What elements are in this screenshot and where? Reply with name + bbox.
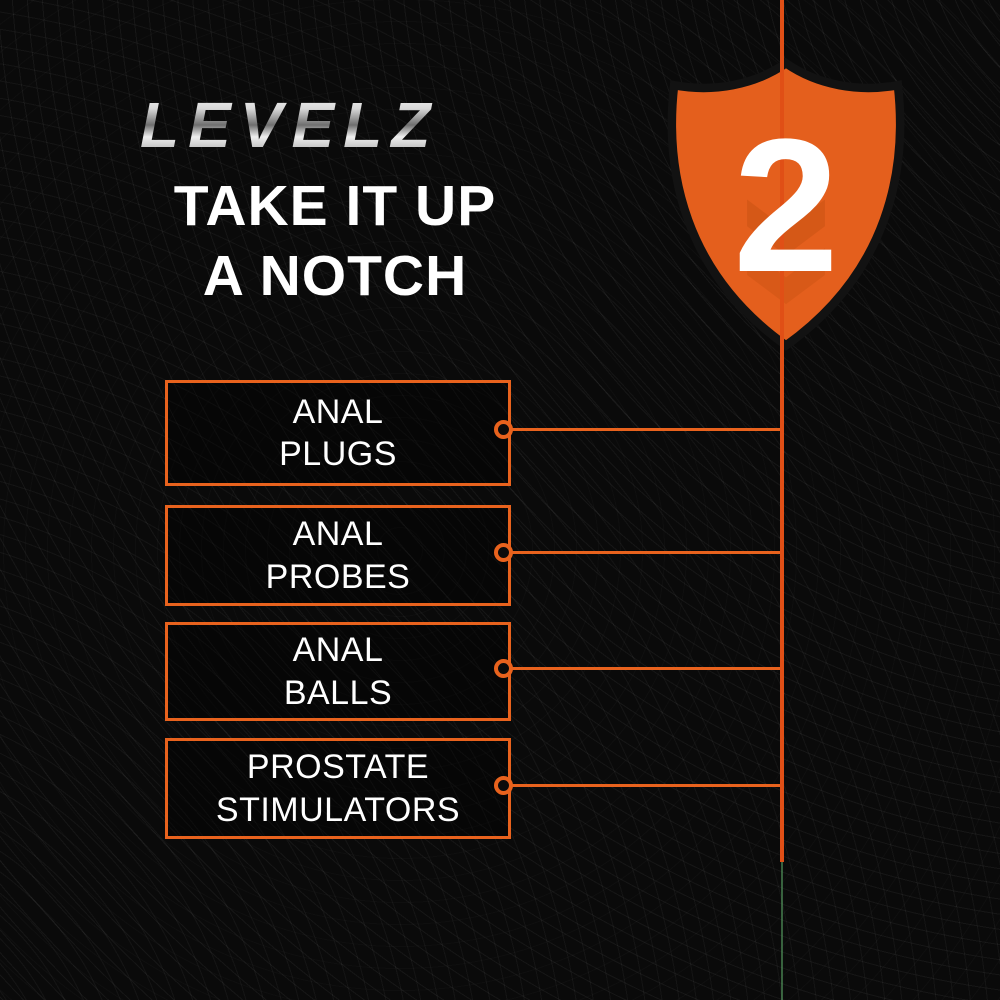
category-box-anal-probes: ANAL PROBES (165, 505, 511, 606)
headline: TAKE IT UP A NOTCH (110, 172, 560, 311)
spine-line (780, 0, 784, 862)
category-box-anal-balls: ANAL BALLS (165, 622, 511, 721)
connector-line-2 (505, 551, 782, 554)
category-label: PROSTATE STIMULATORS (215, 748, 461, 829)
connector-node-icon (494, 659, 513, 678)
connector-line-1 (505, 428, 782, 431)
connector-line-3 (505, 667, 782, 670)
connector-line-4 (505, 784, 782, 787)
spine-line-tail (781, 862, 783, 1000)
connector-node-icon (494, 420, 513, 439)
headline-line2: A NOTCH (202, 243, 468, 308)
category-label: ANAL PLUGS (279, 392, 397, 474)
connector-node-icon (494, 776, 513, 795)
brand-logo: LEVELZ (140, 88, 560, 162)
category-label: ANAL PROBES (265, 515, 411, 596)
category-box-anal-plugs: ANAL PLUGS (165, 380, 511, 486)
connector-node-icon (494, 543, 513, 562)
headline-line1: TAKE IT UP (173, 174, 497, 238)
shield-badge-icon (650, 56, 922, 354)
category-box-prostate-stimulators: PROSTATE STIMULATORS (165, 738, 511, 839)
category-label: ANAL BALLS (283, 631, 393, 712)
level-number: 2 (733, 100, 839, 312)
